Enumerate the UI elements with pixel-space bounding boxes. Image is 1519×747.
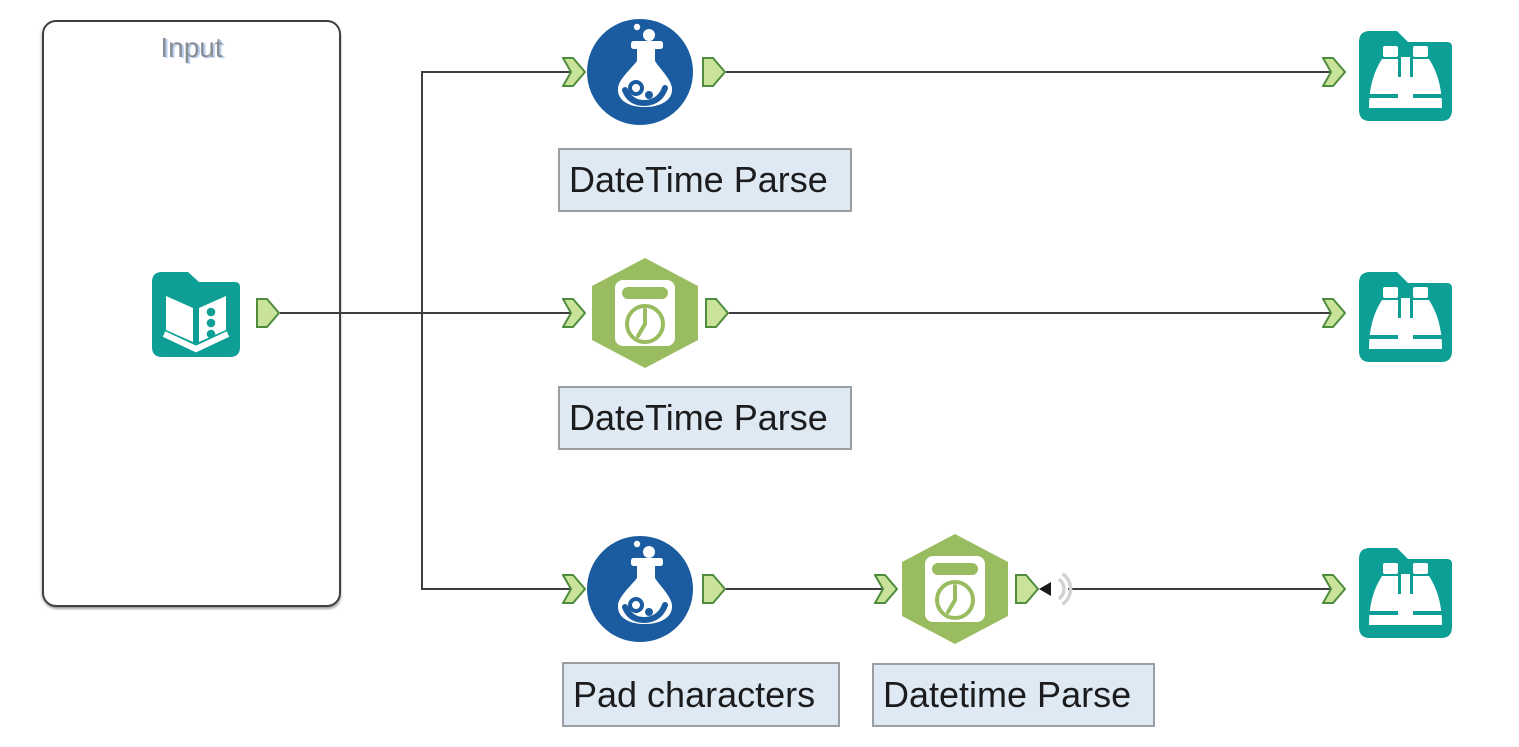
- input-anchor-browse-top[interactable]: [1322, 57, 1346, 87]
- annotation-text: DateTime Parse: [569, 159, 828, 200]
- tool-browse-middle[interactable]: [1352, 262, 1459, 368]
- output-anchor-input-data[interactable]: [256, 298, 280, 328]
- output-anchor-formula-bottom[interactable]: [702, 574, 726, 604]
- binoculars-icon: [1359, 272, 1452, 362]
- input-anchor-datetime-middle[interactable]: [562, 298, 586, 328]
- output-anchor-datetime-middle[interactable]: [705, 298, 729, 328]
- output-anchor-datetime-bottom[interactable]: [1015, 574, 1039, 604]
- tool-container-title: Input: [160, 32, 223, 63]
- annotation-datetime-bottom[interactable]: Datetime Parse: [872, 663, 1155, 727]
- input-anchor-browse-middle[interactable]: [1322, 298, 1346, 328]
- input-anchor-browse-bottom[interactable]: [1322, 574, 1346, 604]
- tool-datetime-middle[interactable]: [592, 258, 698, 368]
- binoculars-icon: [1359, 31, 1452, 121]
- flask-icon: [587, 536, 693, 642]
- output-anchor-formula-top[interactable]: [702, 57, 726, 87]
- annotation-datetime-middle[interactable]: DateTime Parse: [558, 386, 852, 450]
- connection-input-to-formula-top[interactable]: [280, 71, 570, 314]
- tool-formula-bottom[interactable]: [587, 536, 693, 642]
- annotation-text: Pad characters: [573, 673, 816, 715]
- tool-datetime-bottom[interactable]: [902, 534, 1008, 644]
- annotation-text: DateTime Parse: [569, 397, 828, 438]
- tool-browse-bottom[interactable]: [1352, 538, 1459, 644]
- flask-icon: [587, 19, 693, 125]
- annotation-formula-bottom[interactable]: Pad characters: [562, 662, 840, 727]
- connection-input-to-formula-bottom[interactable]: [280, 312, 570, 590]
- binoculars-icon: [1359, 548, 1452, 638]
- tool-formula-top[interactable]: [587, 19, 693, 125]
- input-anchor-formula-top[interactable]: [562, 57, 586, 87]
- calendar-clock-icon: [592, 258, 698, 368]
- open-book-icon: [152, 272, 240, 357]
- input-anchor-formula-bottom[interactable]: [562, 574, 586, 604]
- tool-input-data[interactable]: [145, 262, 247, 364]
- tool-browse-top[interactable]: [1352, 21, 1459, 127]
- input-anchor-datetime-bottom[interactable]: [874, 574, 898, 604]
- wireless-connection-icon: [1039, 572, 1073, 606]
- annotation-formula-top[interactable]: DateTime Parse: [558, 148, 852, 212]
- annotation-text: Datetime Parse: [883, 674, 1132, 715]
- calendar-clock-icon: [902, 534, 1008, 644]
